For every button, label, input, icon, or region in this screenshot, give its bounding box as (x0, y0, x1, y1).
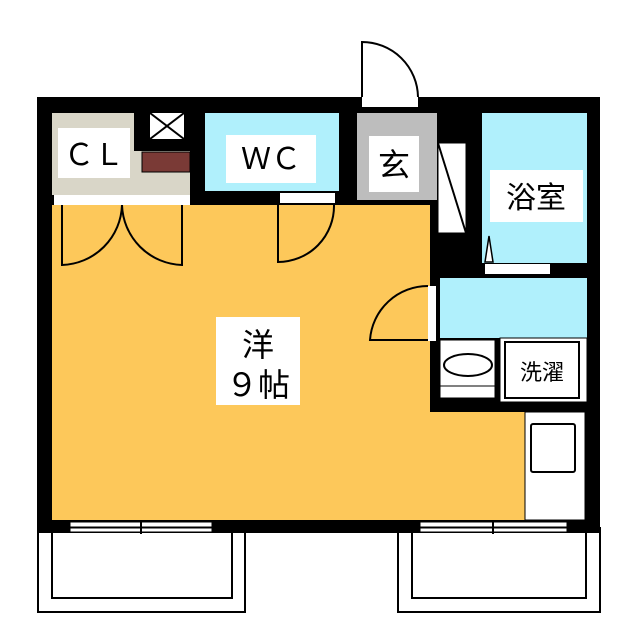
closet-door[interactable] (54, 195, 190, 267)
laundry-label: 洗濯 (520, 361, 564, 386)
main-room-type-label: 洋 (242, 326, 274, 364)
laundry-space (504, 341, 580, 399)
washroom-area (440, 278, 587, 338)
kitchen-counter (524, 411, 586, 521)
balcony-left (37, 527, 246, 613)
washbasin (439, 339, 496, 399)
toilet-label: ＷＣ (241, 142, 301, 177)
shaft-x-icon (149, 112, 185, 140)
bath-door[interactable] (484, 235, 550, 274)
entrance-label: 玄 (378, 146, 410, 184)
pipe-shaft (141, 151, 191, 173)
window-right[interactable] (419, 520, 568, 534)
entrance-door[interactable] (361, 40, 419, 107)
washroom-door[interactable] (368, 284, 436, 341)
main-room-size-label: ９帖 (226, 366, 290, 404)
bath-label: 浴室 (506, 181, 566, 216)
closet-label: ＣＬ (64, 138, 124, 173)
window-left[interactable] (69, 520, 213, 534)
balcony-right (397, 527, 601, 613)
toilet-door[interactable] (277, 193, 336, 264)
